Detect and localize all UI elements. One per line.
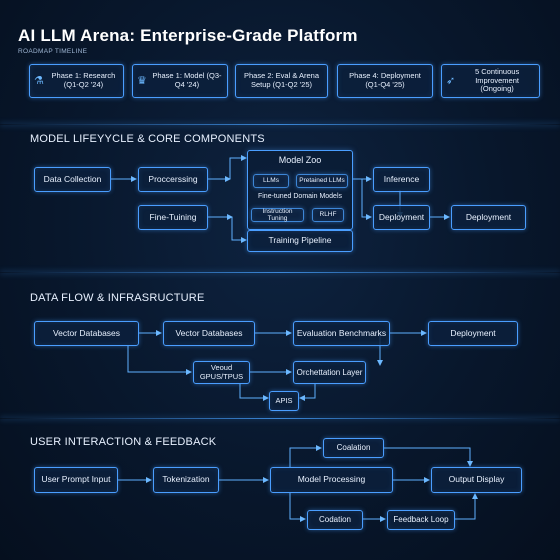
page-title: AI LLM Arena: Enterprise-Grade Platform — [18, 26, 358, 45]
timeline-label: Phase 1: Research (Q1-Q2 '24) — [51, 71, 116, 89]
vector-db-node-2: Vector Databases — [163, 321, 255, 346]
timeline-phase-model: ♛ Phase 1: Model (Q3-Q4 '24) — [132, 64, 228, 98]
section-label-dataflow: DATA FLOW & INFRASRUCTURE — [30, 292, 205, 304]
timeline-label: 5 Continuous Improvement (Ongoing) — [475, 67, 520, 94]
model-processing-node: Model Processing — [270, 467, 393, 493]
codation-node: Codation — [307, 510, 363, 530]
output-display-node: Output Display — [431, 467, 522, 493]
section-label-user-interaction: USER INTERACTION & FEEDBACK — [30, 436, 217, 448]
vector-db-node: Vector Databases — [34, 321, 139, 346]
fine-tuning-node: Fine-Tuining — [138, 205, 208, 230]
orchestration-node: Orchettation Layer — [293, 361, 366, 384]
timeline-label: Phase 1: Model (Q3-Q4 '24) — [152, 71, 222, 89]
separator-line — [0, 272, 560, 273]
timeline-phase-research: ⚗ Phase 1: Research (Q1-Q2 '24) — [29, 64, 124, 98]
timeline-label: Phase 4: Deployment (Q1-Q4 '25) — [349, 71, 421, 89]
inference-node: Inference — [373, 167, 430, 192]
deployment-node: Deployment — [428, 321, 518, 346]
pretrained-llms-chip: Pretained LLMs — [296, 174, 348, 188]
apis-node: APIS — [269, 391, 299, 411]
trophy-icon: ♛ — [137, 74, 147, 87]
deployment-final-node: Deployment — [451, 205, 526, 230]
timeline-label: Phase 2: Eval & Arena Setup (Q1-Q2 '25) — [243, 71, 320, 89]
timeline-phase-eval: Phase 2: Eval & Arena Setup (Q1-Q2 '25) — [235, 64, 328, 98]
rlhf-chip: RLHF — [312, 208, 344, 222]
instruction-tuning-chip: Instruction Tuning — [251, 208, 304, 222]
deployment-node: Deployment — [373, 205, 430, 230]
separator-line — [0, 418, 560, 419]
coalation-node: Coalation — [323, 438, 384, 458]
fine-tuned-models-label: Fine-tuned Domain Models — [257, 193, 343, 200]
separator-line — [0, 124, 560, 125]
feedback-loop-node: Feedback Loop — [387, 510, 455, 530]
processing-node: Proccerssing — [138, 167, 208, 192]
roadmap-subtitle: ROADMAP TIMELINE — [18, 48, 88, 55]
training-pipeline-node: Training Pipeline — [247, 230, 353, 252]
section-label-lifecycle: MODEL LIFEYYCLE & CORE COMPONENTS — [30, 133, 265, 145]
gpus-node: Veoud GPUS/TPUS — [193, 361, 250, 384]
rocket-icon: ➶ — [446, 74, 456, 87]
user-prompt-node: User Prompt Input — [34, 467, 118, 493]
flask-icon: ⚗ — [34, 74, 44, 87]
data-collection-node: Data Collection — [34, 167, 111, 192]
timeline-phase-improvement: ➶ 5 Continuous Improvement (Ongoing) — [441, 64, 540, 98]
tokenization-node: Tokenization — [153, 467, 219, 493]
model-zoo-title: Model Zoo — [278, 155, 322, 165]
timeline-phase-deployment: Phase 4: Deployment (Q1-Q4 '25) — [337, 64, 433, 98]
evaluation-benchmarks-node: Evaluation Benchmarks — [293, 321, 390, 346]
llms-chip: LLMs — [253, 174, 289, 188]
